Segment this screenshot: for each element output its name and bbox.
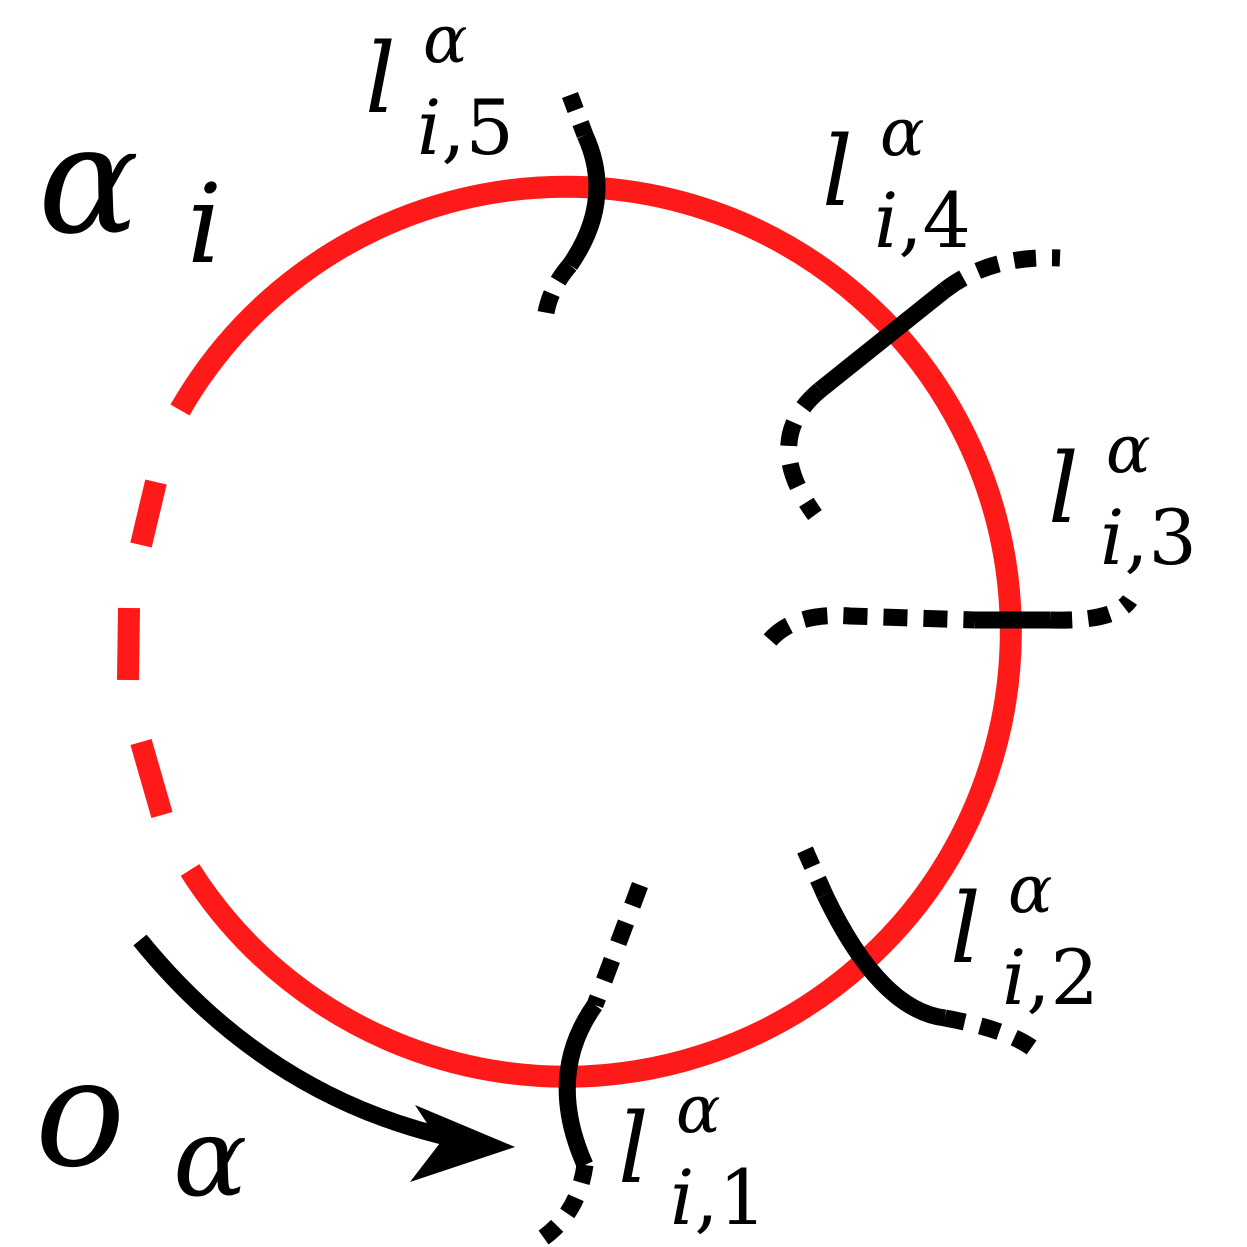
arc-label-sub-comma: , [1124, 493, 1148, 582]
arc-label-1: l α i,1 [618, 1071, 767, 1242]
arc-dotted-segment [939, 249, 1061, 297]
arc-label-sub-index: 4 [922, 176, 970, 265]
curve-label: α i [38, 94, 222, 288]
curve-label-base: α [38, 94, 139, 268]
arc-l-i-5 [536, 92, 606, 322]
arc-label-base: l [1048, 433, 1079, 545]
arc-label-sub-comma: , [1026, 933, 1050, 1022]
curve-alpha-i [117, 175, 1022, 1088]
arc-label-5: l α i,5 [365, 1, 514, 172]
arc-solid-segment [562, 131, 606, 270]
arc-label-sub-index: 1 [718, 1153, 766, 1242]
arc-label-sub: i,4 [874, 176, 971, 265]
arc-dotted-segment [587, 882, 648, 1008]
orientation-arrow [133, 934, 515, 1182]
arc-label-base: l [618, 1093, 649, 1205]
curve-dash [117, 607, 140, 681]
arc-label-base: l [822, 116, 853, 228]
arc-label-sub-index: 5 [465, 83, 513, 172]
curve-dash [130, 738, 173, 819]
arc-dotted-segment [536, 259, 577, 322]
arc-dotted-segment [797, 846, 833, 899]
orientation-label-sub: α [173, 1093, 247, 1221]
arc-label-sup: α [880, 94, 925, 171]
arc-label-sub-i: i [670, 1153, 694, 1242]
arc-label-sub-comma: , [441, 83, 465, 172]
arc-label-sub-i: i [1002, 933, 1026, 1022]
arc-dotted-segment [943, 1009, 1041, 1057]
arc-label-2: l α i,2 [950, 851, 1099, 1022]
arc-dotted-segment [535, 1163, 594, 1247]
arc-label-3: l α i,3 [1048, 411, 1197, 582]
arc-dotted-segment [562, 92, 593, 138]
arc-label-sub: i,3 [1100, 493, 1197, 582]
arc-dotted-segment [1049, 594, 1138, 629]
arc-l-i-1 [535, 882, 648, 1247]
curve-solid-arc [170, 175, 1022, 1088]
arrow-head [410, 1105, 515, 1182]
arc-l-i-2 [797, 846, 1041, 1057]
arc-label-4: l α i,4 [822, 94, 971, 265]
curve-label-sub: i [187, 160, 222, 288]
arc-label-sub-i: i [1100, 493, 1124, 582]
arc-label-base: l [365, 23, 396, 135]
arc-l-i-3 [763, 594, 1138, 646]
arc-solid-segment [814, 283, 951, 397]
arc-label-sup: α [1008, 851, 1053, 928]
arc-label-sup: α [423, 1, 468, 78]
orientation-label-base: o [35, 1027, 125, 1201]
arc-label-sub: i,2 [1002, 933, 1099, 1022]
arc-dotted-segment [780, 383, 826, 521]
curve-dash [130, 479, 167, 548]
arc-l-i-4 [780, 249, 1061, 521]
arc-label-sub-comma: , [694, 1153, 718, 1242]
arc-label-sub-index: 2 [1050, 933, 1098, 1022]
arc-dotted-segment [763, 607, 976, 646]
arc-label-sub: i,5 [417, 83, 514, 172]
arc-label-sub: i,1 [670, 1153, 767, 1242]
arc-label-sub-comma: , [898, 176, 922, 265]
arc-label-sup: α [676, 1071, 721, 1148]
arc-label-sub-i: i [417, 83, 441, 172]
arc-label-sub-index: 3 [1148, 493, 1196, 582]
arc-label-sub-i: i [874, 176, 898, 265]
arc-solid-segment [558, 1000, 602, 1169]
arc-label-base: l [950, 873, 981, 985]
arc-label-sup: α [1106, 411, 1151, 488]
arrow-shaft [133, 934, 462, 1149]
arc-solid-segment [817, 891, 947, 1027]
orientation-label: o α [35, 1027, 247, 1221]
